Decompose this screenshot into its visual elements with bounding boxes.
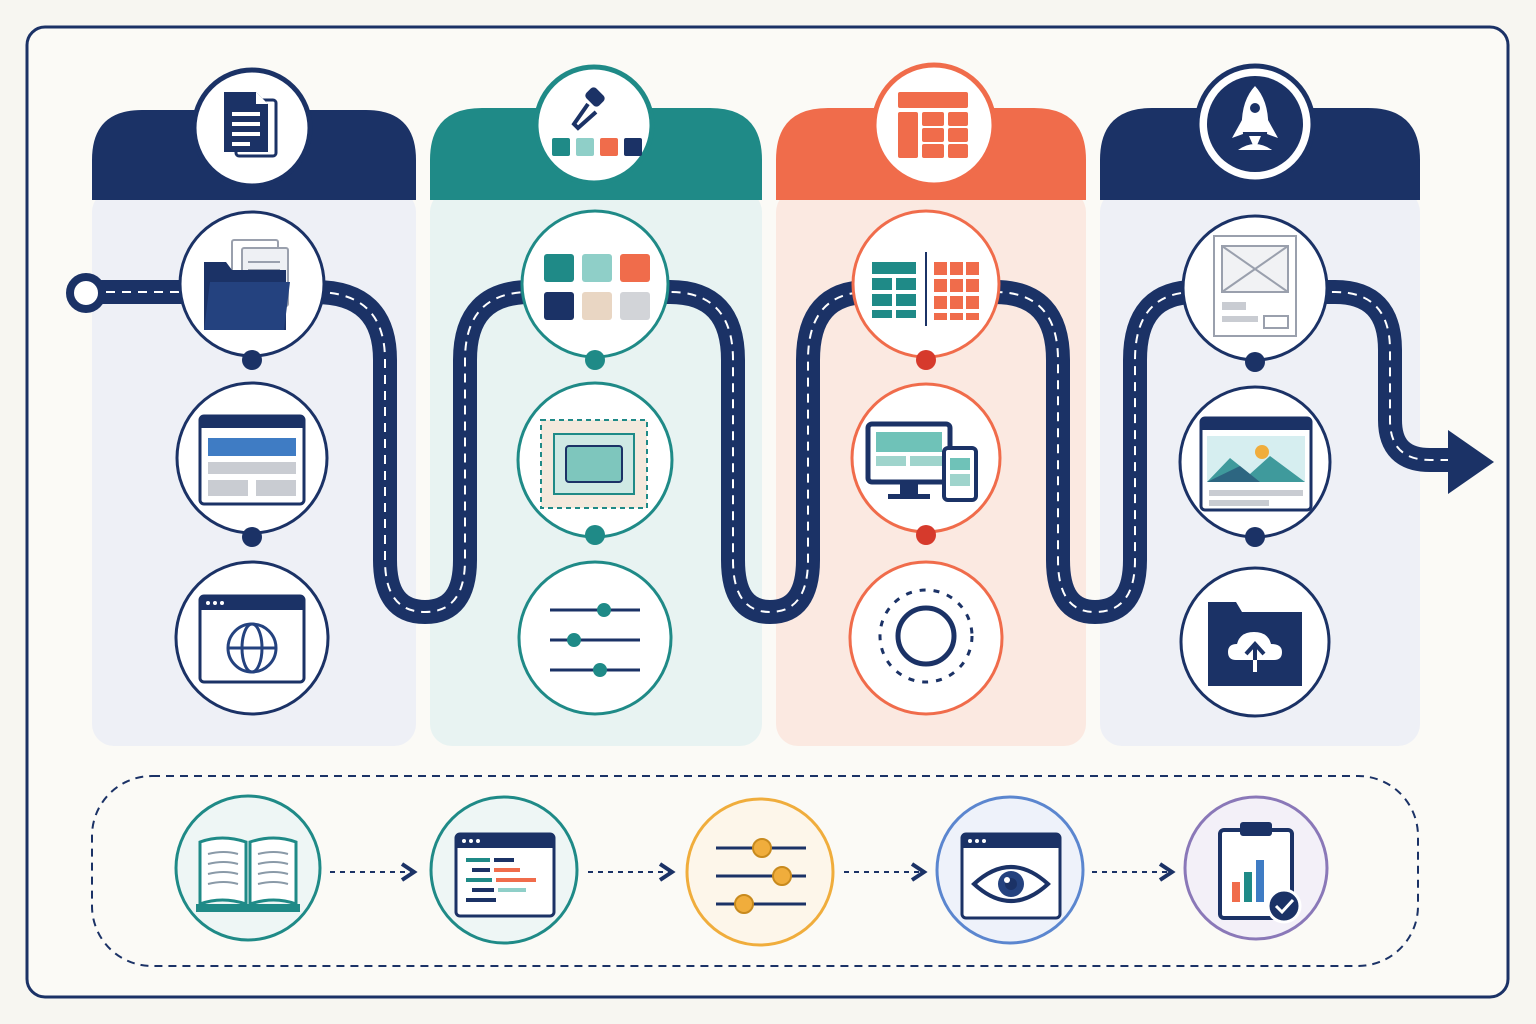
adjust-sliders-icon [716, 838, 806, 914]
step-color-swatches [520, 209, 670, 370]
step-sliders [517, 560, 673, 716]
eyedropper-palette-icon [552, 87, 642, 156]
step-image-page [1178, 385, 1332, 547]
wireframe-icon [1213, 235, 1297, 337]
header-icon-content [191, 67, 313, 189]
step-webpage-layout [175, 381, 329, 547]
step-grid-comparison [851, 209, 1001, 370]
connector-dot [916, 525, 936, 545]
step-folder-documents [178, 210, 326, 370]
grid-comparison-icon [872, 252, 979, 326]
connector-dot [916, 350, 936, 370]
selection-frame-icon [540, 419, 648, 509]
connector-dot [1245, 527, 1265, 547]
step-focus-target [848, 560, 1004, 716]
header-icon-layout [871, 62, 997, 188]
header-icon-launch [1194, 63, 1316, 185]
step-cloud-upload-folder [1179, 566, 1331, 718]
step-selection-frame [516, 381, 674, 545]
webpage-layout-icon [198, 414, 306, 506]
step-globe-browser [174, 560, 330, 716]
globe-browser-icon [198, 594, 306, 684]
bottom-step-open-book [174, 794, 322, 942]
step-responsive-devices [850, 382, 1002, 545]
connector-dot [585, 350, 605, 370]
open-book-icon [196, 836, 300, 912]
sliders-icon [550, 603, 640, 677]
header-icon-style [533, 64, 655, 186]
bottom-step-report-check [1183, 795, 1329, 941]
code-editor-icon [454, 832, 556, 918]
bottom-flow-container [91, 775, 1419, 967]
preview-eye-icon [960, 832, 1062, 920]
grid-layout-icon [898, 92, 968, 158]
rocket-icon [1207, 76, 1303, 172]
cloud-upload-folder-icon [1208, 602, 1302, 686]
document-icon [224, 92, 278, 158]
bottom-step-code-editor [429, 795, 579, 945]
road-start-node [66, 273, 106, 313]
bottom-step-adjust-sliders [685, 797, 835, 947]
connector-dot [242, 527, 262, 547]
folder-documents-icon [204, 239, 290, 330]
connector-dot [1245, 352, 1265, 372]
connector-dot [242, 350, 262, 370]
report-check-icon [1218, 822, 1302, 924]
focus-target-icon [878, 588, 974, 684]
step-wireframe [1181, 214, 1329, 372]
road-end-arrow [1448, 430, 1494, 494]
bottom-step-preview-eye [935, 795, 1085, 945]
color-swatches-icon [544, 254, 650, 320]
road-path [66, 273, 1494, 624]
image-page-icon [1199, 416, 1313, 512]
connector-dot [585, 525, 605, 545]
responsive-devices-icon [865, 421, 978, 502]
